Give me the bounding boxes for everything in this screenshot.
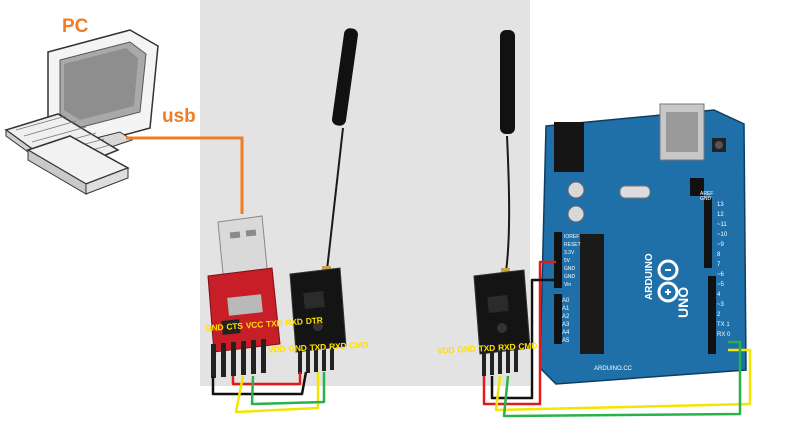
wire-red-vcc-1 bbox=[231, 372, 302, 386]
arduino-uno-board: ARDUINO UNO ARDUINO.CC AREF GND IOREF RES… bbox=[539, 103, 747, 385]
arduino-power-pin-label: 3.3V bbox=[564, 250, 575, 256]
arduino-analog-pin-label: A5 bbox=[562, 338, 570, 344]
arduino-site-text: ARDUINO.CC bbox=[594, 366, 633, 372]
arduino-digital-pin-label: ~6 bbox=[717, 272, 725, 278]
usb-adapter-pin-dtr: DTR bbox=[305, 315, 323, 327]
usb-adapter-pin-txd: TXD bbox=[265, 317, 283, 329]
arduino-analog-pin-label: A4 bbox=[562, 330, 570, 336]
aref-gnd-label: GND bbox=[700, 196, 712, 202]
rf-module-1-pin-gnd: GND bbox=[288, 342, 307, 354]
arduino-digital-pin-label: ~10 bbox=[717, 232, 728, 238]
arduino-digital-pin-label: 12 bbox=[717, 212, 724, 218]
wire-black-gnd-2 bbox=[490, 278, 556, 400]
aref-label: AREF bbox=[700, 191, 713, 197]
arduino-analog-pin-label: A1 bbox=[562, 306, 570, 312]
arduino-digital-pin-label: ~5 bbox=[717, 282, 725, 288]
arduino-power-pin-label: IOREF bbox=[564, 234, 579, 240]
arduino-digital-pin-label: 7 bbox=[717, 262, 721, 268]
computer-icon bbox=[4, 29, 159, 195]
arduino-model-text: UNO bbox=[675, 287, 691, 318]
rf-module-2-pin-rxd: RXD bbox=[497, 341, 516, 353]
arduino-brand-text: ARDUINO bbox=[644, 253, 655, 300]
rf-module-2-pin-txd: TXD bbox=[478, 342, 496, 354]
wire-red-vdd-2 bbox=[482, 260, 556, 406]
usb-adapter-pin-rxd: RXD bbox=[285, 316, 304, 328]
arduino-power-pin-label: 5V bbox=[564, 258, 571, 264]
rf-module-1-pin-txd: TXD bbox=[309, 341, 327, 353]
arduino-digital-pin-label: RX 0 bbox=[717, 332, 731, 338]
wires bbox=[211, 260, 752, 418]
usb-label: usb bbox=[162, 106, 196, 127]
arduino-analog-pin-label: A2 bbox=[562, 314, 570, 320]
antenna-2 bbox=[500, 30, 515, 280]
rf-module-1-pin-vdd: VDD bbox=[267, 343, 286, 355]
rf-module-1-pin-rxd: RXD bbox=[328, 340, 347, 352]
rf-module-2-pin-vdd: VDD bbox=[436, 344, 455, 356]
arduino-power-pin-label: GND bbox=[564, 266, 576, 272]
arduino-power-pin-label: Vin bbox=[564, 282, 571, 288]
arduino-digital-pin-label: ~11 bbox=[717, 222, 727, 228]
wire-yellow-2 bbox=[494, 348, 752, 412]
usb-adapter-pin-vcc: VCC bbox=[245, 319, 264, 331]
arduino-digital-pin-label: 2 bbox=[717, 312, 721, 318]
usb-adapter-pin-cts: CTS bbox=[226, 320, 244, 332]
arduino-analog-pin-label: A0 bbox=[562, 298, 570, 304]
wire-green-1 bbox=[250, 372, 326, 406]
wire-black-gnd-1 bbox=[211, 371, 308, 396]
usb-cable bbox=[126, 136, 244, 214]
pc-label: PC bbox=[62, 16, 89, 37]
rf-module-2-pin-gnd: GND bbox=[457, 343, 476, 355]
arduino-digital-pin-label: ~9 bbox=[717, 242, 725, 248]
rf-module-1 bbox=[289, 267, 347, 374]
arduino-power-pin-label: GND bbox=[564, 274, 576, 280]
rf-module-2 bbox=[473, 269, 531, 376]
antenna-1 bbox=[322, 28, 358, 278]
arduino-power-pin-label: RESET bbox=[564, 242, 581, 248]
wire-yellow-1 bbox=[234, 372, 320, 414]
wire-green-2 bbox=[502, 340, 742, 418]
arduino-digital-pin-label: TX 1 bbox=[717, 322, 730, 328]
rf-module-1-pin-cmd: CMD bbox=[349, 339, 369, 351]
rf-module-2-pin-cmd: CMD bbox=[518, 340, 538, 352]
arduino-digital-pin-label: 4 bbox=[717, 292, 721, 298]
usb-ttl-adapter bbox=[207, 215, 281, 378]
usb-adapter-pin-gnd: GND bbox=[204, 321, 224, 334]
arduino-digital-pin-label: ~3 bbox=[717, 302, 725, 308]
arduino-digital-pin-label: 13 bbox=[717, 202, 724, 208]
arduino-digital-pin-label: 8 bbox=[717, 252, 721, 258]
arduino-analog-pin-label: A3 bbox=[562, 322, 570, 328]
